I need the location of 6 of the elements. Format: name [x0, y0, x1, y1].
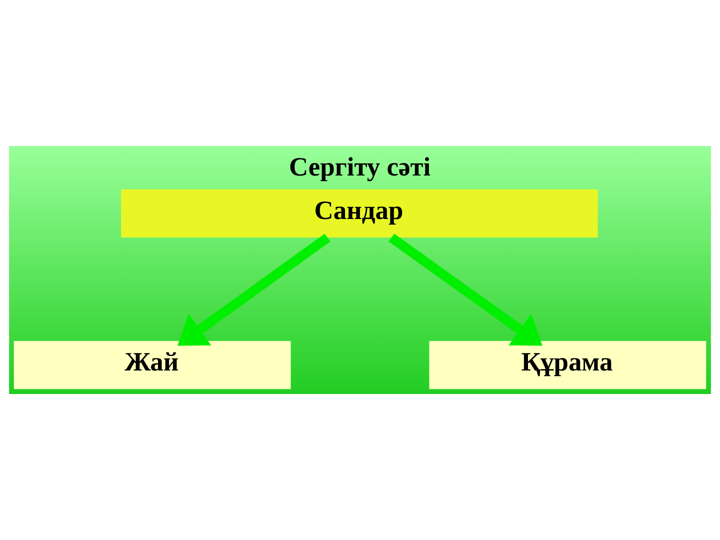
node-box: Жай [14, 341, 291, 390]
node-box: Құрама [429, 341, 706, 390]
arrow [388, 234, 542, 346]
node-box: Сандар [121, 189, 598, 238]
diagram-title: Сергіту сәті [288, 152, 431, 182]
arrow [177, 234, 330, 346]
